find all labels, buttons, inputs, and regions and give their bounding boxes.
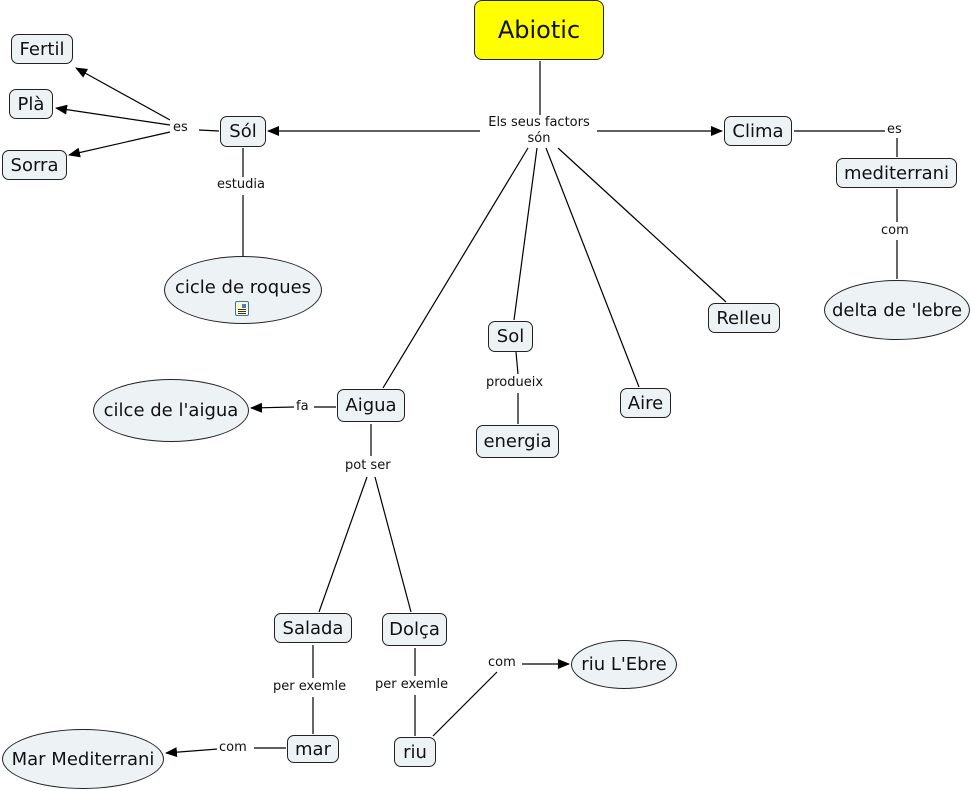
link-factors-aire — [545, 147, 640, 388]
concept-energia[interactable]: energia — [476, 425, 559, 458]
link-es-pla — [55, 104, 171, 126]
link-phrase-fa[interactable]: fa — [294, 399, 311, 415]
concept-riu-ebre[interactable]: riu L'Ebre — [571, 640, 677, 689]
link-com-marmed — [165, 747, 219, 758]
concept-sorra[interactable]: Sorra — [2, 150, 67, 180]
link-phrase-per-exemle-dolca[interactable]: per exemle — [373, 677, 451, 693]
link-riu-com — [432, 671, 498, 737]
link-phrase-produeix[interactable]: produeix — [484, 375, 546, 391]
link-phrase-com-riu[interactable]: com — [486, 655, 518, 671]
concept-cicle-roques-label: cicle de roques — [174, 277, 312, 298]
concept-pla[interactable]: Plà — [9, 89, 53, 119]
link-phrase-com-mar[interactable]: com — [217, 740, 249, 756]
document-image-icon[interactable] — [235, 301, 249, 316]
link-potser-dolca — [374, 476, 412, 613]
concept-sol-soil[interactable]: Sól — [220, 116, 266, 147]
link-factors-sol-sun — [513, 147, 538, 321]
link-sol-produeix — [515, 351, 519, 375]
concept-mar-mediterrani[interactable]: Mar Mediterrani — [2, 729, 164, 789]
link-es-sorra — [68, 131, 171, 158]
link-phrase-com-delta[interactable]: com — [879, 223, 911, 239]
concept-fertil[interactable]: Fertil — [11, 34, 73, 64]
link-phrase-estudia[interactable]: estudia — [215, 177, 267, 193]
concept-delta[interactable]: delta de 'lebre — [824, 280, 970, 340]
link-phrase-per-exemle-salada[interactable]: per exemle — [271, 679, 349, 695]
link-es-fertil — [75, 67, 171, 121]
link-phrase-es-sol[interactable]: es — [171, 120, 190, 136]
concept-aire[interactable]: Aire — [620, 388, 671, 418]
link-sol-es — [198, 129, 220, 132]
concept-cicle-roques[interactable]: cicle de roques — [164, 256, 322, 324]
link-fa-cicle-aigua — [250, 402, 295, 413]
concept-sol-sun[interactable]: Sol — [488, 321, 533, 352]
link-phrase-factors[interactable]: Els seus factors són — [481, 115, 597, 147]
link-factors-aigua — [382, 147, 529, 389]
link-potser-salada — [318, 476, 368, 613]
concept-mar[interactable]: mar — [287, 735, 339, 763]
concept-abiotic[interactable]: Abiotic — [474, 0, 604, 60]
concept-dolca[interactable]: Dolça — [382, 613, 447, 646]
concept-clima[interactable]: Clima — [724, 116, 792, 146]
link-phrase-es-clima[interactable]: es — [885, 122, 904, 138]
concept-relleu[interactable]: Relleu — [708, 303, 780, 333]
concept-mediterrani[interactable]: mediterrani — [836, 158, 957, 188]
concept-cicle-aigua[interactable]: cilce de l'aigua — [93, 379, 249, 442]
link-factors-relleu — [557, 147, 727, 303]
link-phrase-pot-ser[interactable]: pot ser — [343, 458, 393, 474]
concept-salada[interactable]: Salada — [274, 613, 352, 643]
concept-aigua[interactable]: Aigua — [337, 389, 405, 422]
concept-riu[interactable]: riu — [394, 737, 436, 767]
